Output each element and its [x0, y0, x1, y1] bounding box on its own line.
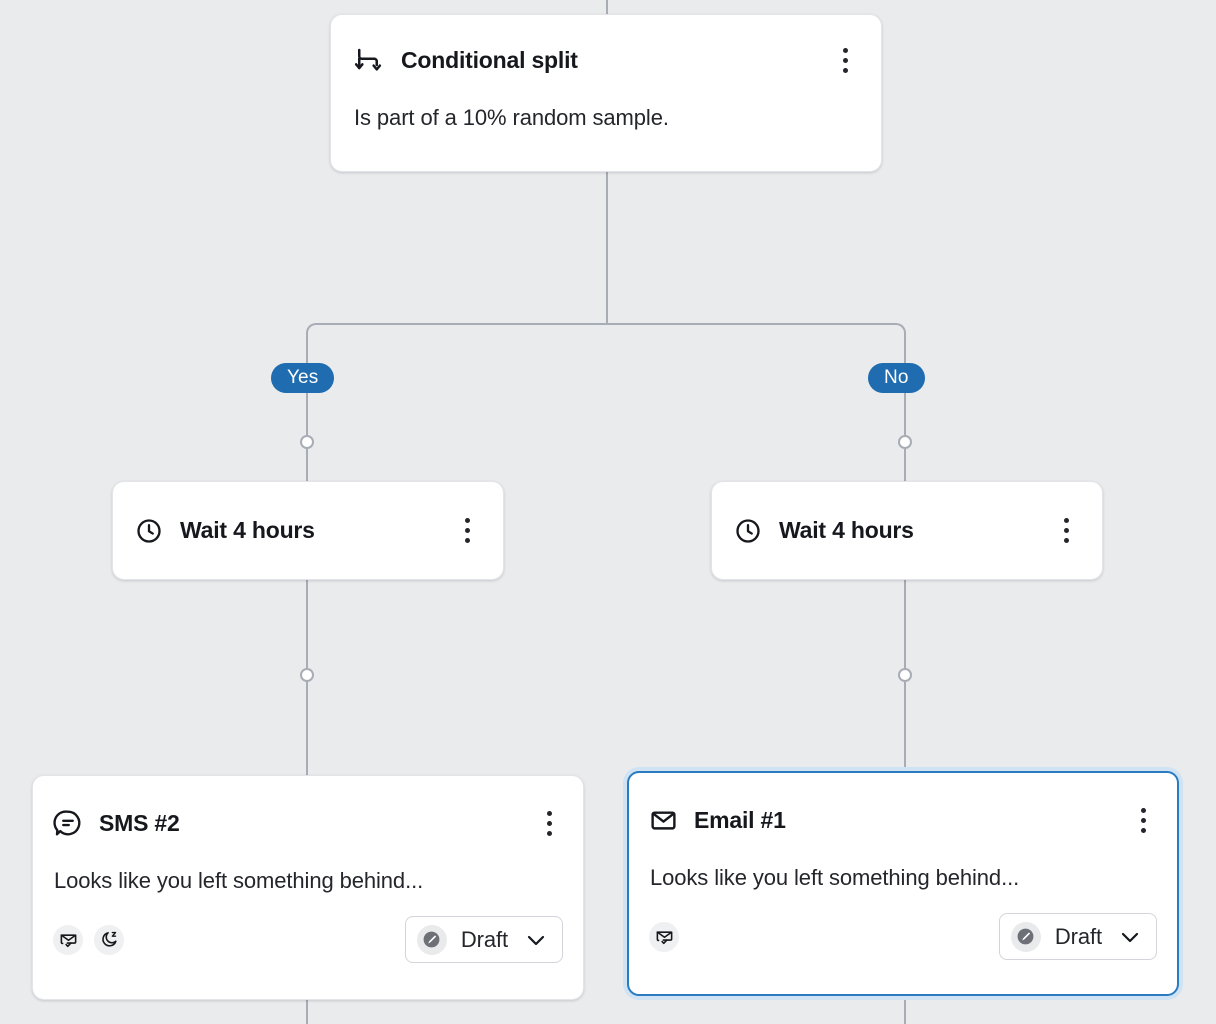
envelope-check-icon[interactable] — [53, 924, 83, 955]
status-dropdown-email[interactable]: Draft — [998, 913, 1157, 960]
node-header: Wait 4 hours — [113, 482, 503, 579]
node-title: Wait 4 hours — [779, 517, 914, 543]
connector-yes-to-wait — [306, 383, 308, 483]
branch-label-yes-text: Yes — [287, 367, 319, 388]
node-wait-yes[interactable]: Wait 4 hours — [112, 481, 504, 580]
chevron-down-icon — [1118, 925, 1142, 949]
node-footer: Draft — [629, 891, 1177, 960]
connector-dot-yes-upper[interactable] — [300, 435, 314, 449]
clock-icon — [734, 517, 762, 545]
draft-pencil-icon — [1010, 921, 1041, 952]
node-title: Email #1 — [694, 806, 786, 833]
sms-bubble-icon — [53, 808, 83, 838]
node-header: Conditional split — [331, 15, 881, 81]
node-header: Wait 4 hours — [712, 482, 1102, 579]
conditional-split-icon — [353, 45, 383, 75]
kebab-menu-icon[interactable] — [831, 45, 859, 75]
node-badges — [649, 921, 679, 952]
node-conditional-split[interactable]: Conditional split Is part of a 10% rando… — [330, 14, 882, 172]
kebab-menu-icon[interactable] — [453, 516, 481, 546]
draft-pencil-icon — [416, 924, 447, 955]
node-wait-no[interactable]: Wait 4 hours — [711, 481, 1103, 580]
node-title: Wait 4 hours — [180, 517, 315, 543]
status-label: Draft — [1054, 923, 1102, 949]
status-dropdown-sms[interactable]: Draft — [404, 916, 563, 963]
node-title: Conditional split — [401, 46, 578, 73]
node-sms[interactable]: SMS #2 Looks like you left something beh… — [32, 775, 584, 1000]
envelope-check-icon[interactable] — [649, 921, 679, 952]
chevron-down-icon — [524, 928, 548, 952]
node-badges — [53, 924, 124, 955]
envelope-icon — [649, 806, 678, 835]
connector-email-downstream — [904, 998, 906, 1024]
connector-dot-yes-lower[interactable] — [300, 668, 314, 682]
kebab-menu-icon[interactable] — [1129, 805, 1157, 835]
branch-label-yes[interactable]: Yes — [271, 363, 335, 393]
node-header: SMS #2 — [33, 776, 583, 844]
kebab-menu-icon[interactable] — [535, 808, 563, 838]
connector-sms-downstream — [306, 998, 308, 1024]
node-description: Is part of a 10% random sample. — [354, 105, 669, 130]
node-message-preview: Looks like you left something behind... — [54, 868, 424, 893]
branch-label-no[interactable]: No — [868, 363, 925, 393]
connector-dot-no-lower[interactable] — [898, 668, 912, 682]
status-label: Draft — [460, 926, 508, 952]
node-header: Email #1 — [629, 773, 1177, 841]
connector-split-to-branch — [606, 170, 608, 324]
clock-icon — [135, 517, 163, 545]
connector-branch-bar — [306, 323, 906, 383]
node-message-preview: Looks like you left something behind... — [650, 865, 1020, 890]
node-title: SMS #2 — [99, 809, 180, 836]
quiet-hours-moon-icon[interactable] — [94, 924, 124, 955]
connector-no-to-wait — [904, 383, 906, 483]
kebab-menu-icon[interactable] — [1052, 516, 1080, 546]
connector-top-into-split — [606, 0, 608, 16]
branch-label-no-text: No — [884, 367, 909, 388]
node-email[interactable]: Email #1 Looks like you left something b… — [627, 771, 1179, 996]
connector-dot-no-upper[interactable] — [898, 435, 912, 449]
node-footer: Draft — [33, 894, 583, 963]
